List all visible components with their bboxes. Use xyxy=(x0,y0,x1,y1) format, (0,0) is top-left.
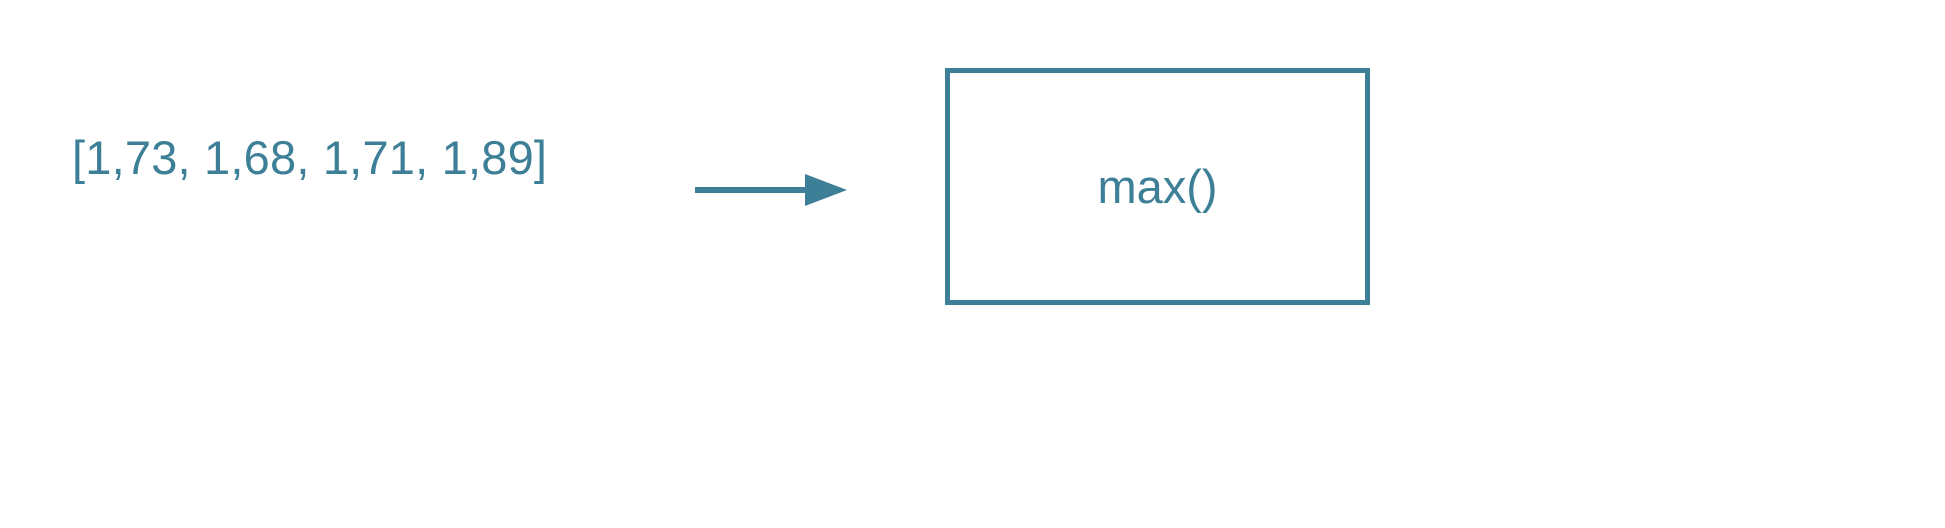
arrow-right-svg xyxy=(695,174,847,206)
arrow-right-icon xyxy=(695,168,850,212)
arrow-head xyxy=(805,174,847,206)
process-box: max() xyxy=(945,68,1370,305)
input-array-label: [1,73, 1,68, 1,71, 1,89] xyxy=(72,131,548,184)
process-box-label: max() xyxy=(1097,159,1218,213)
